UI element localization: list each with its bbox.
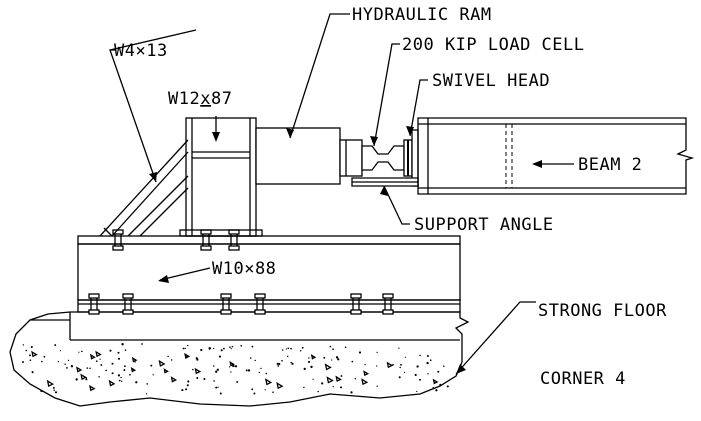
support-angle	[351, 177, 419, 187]
leader-lines	[109, 13, 574, 375]
bolt	[382, 293, 394, 315]
hydraulic-ram	[255, 127, 363, 185]
beam-2	[417, 117, 695, 195]
w4x13-brace	[99, 139, 189, 237]
label-w12x87: W12x87	[168, 89, 232, 109]
bolt	[350, 293, 362, 315]
label-beam-2: BEAM 2	[578, 155, 642, 175]
bolt	[200, 229, 212, 251]
w12x87-column	[179, 117, 263, 237]
w10x88-base-beam	[77, 235, 461, 313]
label-swivel-head: SWIVEL HEAD	[432, 71, 550, 91]
label-w10x88: W10×88	[212, 259, 276, 279]
bolt	[228, 229, 240, 251]
base-bolts	[88, 229, 394, 315]
label-support-angle: SUPPORT ANGLE	[414, 215, 554, 235]
label-corner: CORNER 4	[540, 369, 626, 389]
concrete-aggregate	[22, 343, 449, 395]
label-load-cell: 200 KIP LOAD CELL	[402, 35, 585, 55]
label-hydraulic-ram: HYDRAULIC RAM	[352, 5, 492, 25]
label-strong-floor: STRONG FLOOR	[538, 301, 667, 321]
bolt	[88, 293, 100, 315]
label-w4x13: W4×13	[114, 41, 168, 61]
bolt	[254, 293, 266, 315]
bolt	[122, 293, 134, 315]
strong-floor	[9, 311, 470, 407]
labels: HYDRAULIC RAM 200 KIP LOAD CELL SWIVEL H…	[114, 5, 667, 389]
bolt	[220, 293, 232, 315]
load-cell	[361, 145, 405, 171]
